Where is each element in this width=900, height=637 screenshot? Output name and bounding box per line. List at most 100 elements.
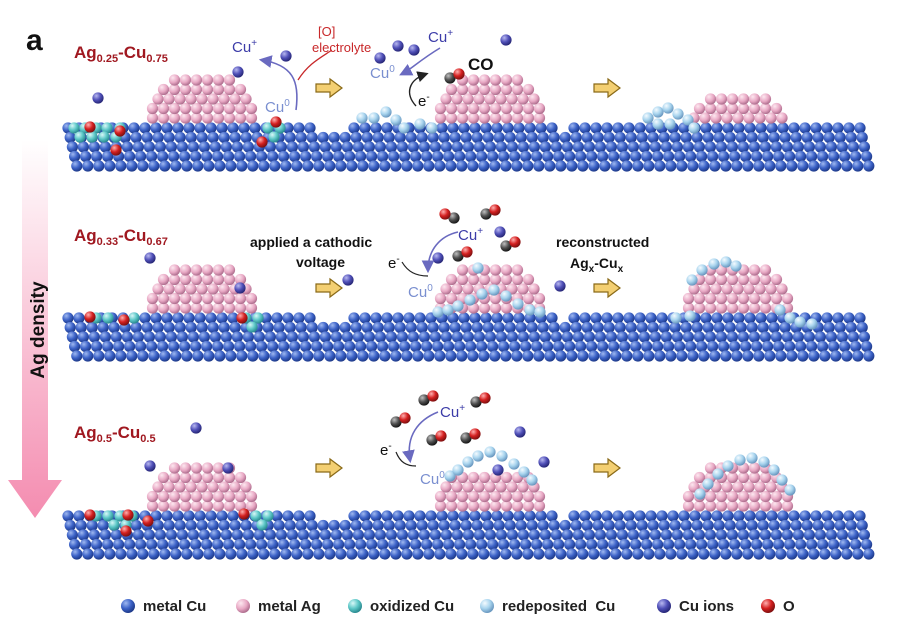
metal-ag-atom (456, 264, 469, 276)
metal-cu-atom (139, 312, 151, 324)
metal-cu-atom (308, 529, 320, 541)
metal-ag-atom (146, 490, 159, 503)
metal-ag-atom (522, 490, 535, 503)
metal-cu-atom (91, 538, 103, 551)
metal-cu-atom (350, 519, 362, 532)
metal-ag-atom (212, 264, 225, 276)
metal-cu-atom (271, 312, 283, 324)
metal-cu-atom (797, 548, 809, 560)
metal-cu-atom (346, 160, 358, 172)
redeposited-cu-atom (380, 106, 392, 118)
metal-cu-atom (555, 548, 567, 560)
metal-ag-atom (522, 273, 535, 286)
metal-cu-atom (548, 131, 560, 144)
metal-cu-atom (795, 538, 807, 551)
redeposited-cu-atom (512, 298, 524, 310)
metal-cu-atom (524, 122, 536, 134)
metal-cu-atom (97, 321, 109, 334)
metal-ag-atom (693, 500, 706, 512)
co-r1 (444, 68, 465, 84)
metal-cu-atom (731, 350, 743, 362)
metal-cu-atom (71, 160, 83, 172)
metal-cu-atom (623, 510, 635, 522)
metal-ag-atom (726, 93, 739, 105)
metal-cu-atom (799, 510, 811, 522)
metal-cu-atom (280, 548, 292, 560)
metal-ag-atom (218, 283, 230, 295)
metal-cu-atom (449, 131, 461, 144)
metal-cu-atom (610, 160, 622, 172)
metal-cu-atom (291, 548, 303, 560)
metal-cu-atom (850, 150, 862, 163)
metal-cu-atom (757, 519, 769, 532)
metal-cu-atom (104, 350, 116, 362)
metal-cu-atom (762, 538, 774, 551)
metal-cu-atom (379, 548, 391, 560)
metal-cu-atom (575, 538, 587, 551)
metal-cu-atom (502, 510, 514, 522)
metal-cu-atom (586, 340, 598, 353)
metal-cu-atom (223, 538, 235, 551)
metal-cu-atom (185, 519, 197, 532)
metal-ag-atom (201, 292, 214, 305)
metal-cu-atom (335, 160, 347, 172)
metal-cu-atom (341, 331, 353, 343)
oxygen-atom (435, 430, 447, 442)
metal-cu-atom (583, 529, 596, 541)
metal-cu-atom (614, 519, 626, 532)
metal-cu-atom (132, 331, 144, 343)
metal-cu-atom (423, 350, 435, 362)
redeposited-cu-atom (746, 452, 758, 464)
metal-cu-atom (295, 131, 307, 144)
metal-cu-atom (770, 141, 783, 153)
metal-cu-atom (170, 160, 182, 172)
metal-cu-atom (843, 312, 855, 324)
metal-cu-atom (322, 538, 334, 551)
metal-cu-atom (559, 321, 571, 334)
metal-ag-atom (500, 302, 513, 314)
metal-cu-atom (821, 510, 833, 522)
metal-cu-atom (165, 529, 177, 541)
metal-cu-atom (381, 312, 393, 324)
metal-cu-atom (379, 160, 391, 172)
metal-ag-atom (495, 93, 507, 105)
metal-cu-atom (735, 321, 747, 334)
metal-ag-atom (743, 112, 755, 124)
legend: metal Cu metal Ag oxidized Cu redeposite… (121, 598, 795, 615)
metal-ag-atom (478, 302, 491, 314)
metal-cu-atom (181, 350, 193, 362)
oxygen-atom (84, 311, 96, 323)
metal-ag-atom (710, 112, 722, 124)
metal-cu-atom (821, 122, 833, 134)
metal-cu-atom (253, 331, 265, 343)
redeposited-cu-atom (524, 304, 536, 316)
metal-cu-atom (143, 529, 155, 541)
metal-ag-atom (765, 283, 777, 295)
metal-cu-atom (537, 131, 549, 144)
metal-cu-atom (707, 340, 719, 353)
metal-cu-atom (473, 141, 485, 153)
metal-cu-atom (201, 340, 213, 353)
metal-cu-atom (493, 131, 505, 144)
metal-cu-atom (647, 519, 659, 532)
co-r3-a (418, 390, 439, 406)
metal-cu-atom (806, 538, 818, 551)
metal-ag-atom (511, 112, 524, 124)
metal-cu-atom (484, 529, 496, 541)
metal-cu-atom (220, 331, 232, 343)
metal-cu-atom (267, 340, 279, 353)
metal-cu-atom (240, 519, 252, 532)
oxidized-cu-atom (86, 131, 98, 143)
metal-cu-atom (148, 160, 160, 172)
metal-cu-atom (544, 350, 556, 362)
metal-cu-atom (762, 150, 774, 163)
metal-cu-atom (150, 312, 162, 324)
metal-cu-atom (295, 321, 307, 334)
metal-ag-atom (467, 500, 480, 512)
metal-cu-atom (685, 150, 697, 163)
metal-cu-atom (242, 141, 254, 153)
metal-cu-atom (766, 312, 778, 324)
metal-cu-atom (467, 160, 479, 172)
oxygen-atom (453, 68, 465, 80)
